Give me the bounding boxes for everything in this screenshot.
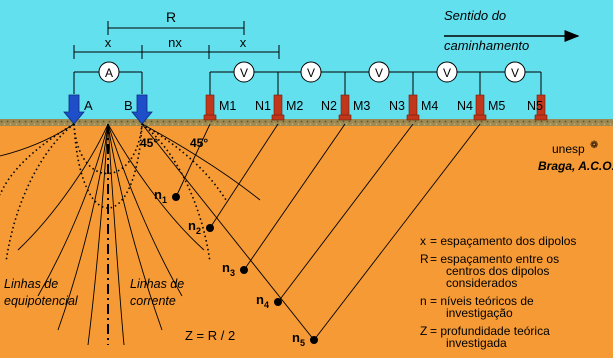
electrode-label-A: A xyxy=(84,98,93,113)
current-circuit-wires xyxy=(73,71,143,94)
electrode-label-M5: M5 xyxy=(488,99,505,113)
legend-text-R-1: = espaçamento entre os xyxy=(430,252,559,266)
current-electrode-B xyxy=(131,94,153,125)
pseudosection-lines xyxy=(141,123,481,341)
dimension-nx-label: nx xyxy=(168,35,182,50)
voltmeter-circle-3 xyxy=(368,61,390,83)
potential-electrode-4 xyxy=(408,94,418,118)
electrode-label-M2: M2 xyxy=(286,99,303,113)
level-label-n3: n3 xyxy=(222,260,235,278)
potential-electrode-5 xyxy=(475,94,485,118)
voltmeter-circle-4 xyxy=(436,61,458,83)
legend-key-n: n xyxy=(420,294,427,308)
voltmeter-label-3: V xyxy=(375,66,383,80)
voltmeter-circle-5 xyxy=(504,61,526,83)
unesp-logo-mark: ❁ xyxy=(590,140,598,151)
electrode-label-N3: N3 xyxy=(389,99,405,113)
potential-electrode-3 xyxy=(340,94,350,118)
legend-key-R: R xyxy=(420,252,429,266)
legend-key-Z: Z xyxy=(420,324,427,338)
voltmeter-label-2: V xyxy=(307,66,315,80)
current-lines xyxy=(0,123,227,263)
equipotential-caption-line1: Linhas de xyxy=(4,277,58,291)
voltmeter-circle-1 xyxy=(233,61,255,83)
level-point-n4 xyxy=(274,298,282,306)
voltmeter-label-1: V xyxy=(240,66,248,80)
electrode-label-N2: N2 xyxy=(321,99,337,113)
angle-label-left: 45° xyxy=(140,136,158,150)
direction-line1: Sentido do xyxy=(444,8,506,23)
electrodes xyxy=(63,94,548,125)
legend-text-R-2: centros dos dipolos xyxy=(446,264,549,278)
sky-area xyxy=(0,0,613,122)
equipotential-lines xyxy=(0,123,261,346)
potential-electrode-labels: M1 N1 M2 N2 M3 N3 M4 N4 M5 N5 xyxy=(219,99,543,113)
potential-electrode-base-5 xyxy=(473,114,487,121)
voltmeter-label-4: V xyxy=(443,66,451,80)
level-label-n1: n1 xyxy=(154,187,167,205)
level-label-n4: n4 xyxy=(256,292,269,310)
legend-text-Z-1: = profundidade teórica xyxy=(430,324,550,338)
level-point-n5 xyxy=(310,336,318,344)
level-label-n2: n2 xyxy=(188,218,201,236)
electrode-label-N5: N5 xyxy=(527,99,543,113)
dimension-R-label: R xyxy=(166,9,176,25)
potential-electrode-2 xyxy=(273,94,283,118)
depth-formula: Z = R / 2 xyxy=(185,328,235,343)
unesp-logo: unesp xyxy=(552,142,585,156)
current-caption-line2: corrente xyxy=(130,294,176,308)
dimension-x-right-label: x xyxy=(240,35,247,50)
potential-electrode-base-3 xyxy=(338,114,352,121)
current-electrode-A xyxy=(63,94,85,125)
potential-electrode-base-6 xyxy=(534,114,548,121)
voltmeter-circle-2 xyxy=(300,61,322,83)
legend-text-Z-2: investigada xyxy=(446,336,507,350)
dimension-lines xyxy=(73,21,280,59)
current-caption-line1: Linhas de xyxy=(130,277,184,291)
legend-text-x-1: = espaçamento dos dipolos xyxy=(430,234,576,248)
electrode-label-B: B xyxy=(124,98,133,113)
potential-electrode-base-2 xyxy=(271,114,285,121)
electrode-label-M1: M1 xyxy=(219,99,236,113)
ammeter-label: A xyxy=(105,66,113,80)
equipotential-caption-line2: equipotencial xyxy=(4,294,79,308)
electrode-label-N4: N4 xyxy=(457,99,473,113)
level-point-n3 xyxy=(240,266,248,274)
legend-text-n-2: investigação xyxy=(446,306,513,320)
potential-electrode-1 xyxy=(205,94,215,118)
angle-label-right: 45° xyxy=(190,136,208,150)
voltmeter-label-5: V xyxy=(511,66,519,80)
investigation-levels: n1 n2 n3 n4 n5 xyxy=(154,187,318,348)
potential-electrode-base-1 xyxy=(203,114,217,121)
legend-text-R-3: considerados xyxy=(446,276,517,290)
soil-surface-band xyxy=(0,119,613,126)
level-label-n5: n5 xyxy=(292,330,305,348)
legend-key-x: x xyxy=(420,234,426,248)
legend-text-n-1: = níveis teóricos de xyxy=(430,294,534,308)
direction-line2: caminhamento xyxy=(444,38,529,53)
electrode-label-N1: N1 xyxy=(255,99,271,113)
potential-electrode-base-4 xyxy=(406,114,420,121)
level-point-n1 xyxy=(172,193,180,201)
dimension-x-left-label: x xyxy=(105,35,112,50)
ammeter-circle xyxy=(98,61,120,83)
level-point-n2 xyxy=(206,224,214,232)
electrode-label-M4: M4 xyxy=(421,99,438,113)
author-credit: Braga, A.C.O. xyxy=(538,159,613,173)
electrode-label-M3: M3 xyxy=(353,99,370,113)
